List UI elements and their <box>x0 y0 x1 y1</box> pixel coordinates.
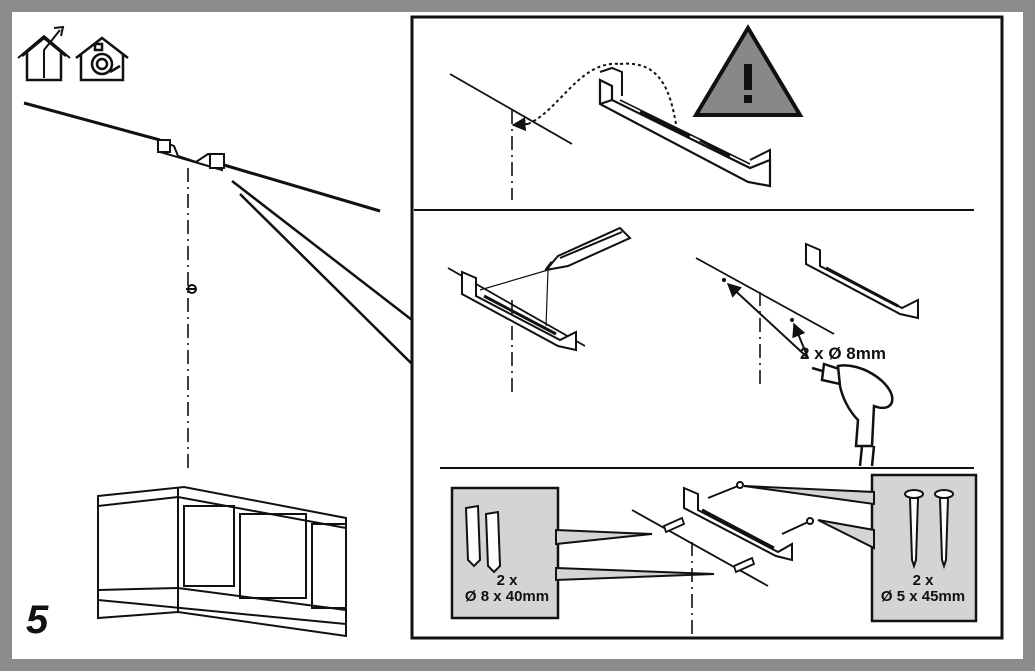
wall-plugs-qty: 2 x <box>496 572 518 589</box>
screws-qty: 2 x <box>912 572 934 589</box>
overview-wall-drawing <box>23 101 413 470</box>
house-recirculation-icon <box>75 36 129 82</box>
hood-cabinet-drawing <box>97 485 347 638</box>
panel-3-fixing <box>450 473 978 636</box>
panel-2-marking <box>447 267 586 396</box>
panel-2-drilling <box>695 242 919 386</box>
house-extraction-icon <box>17 25 71 82</box>
wall-plugs-size: Ø 8 x 40mm <box>464 587 550 605</box>
warning-triangle-icon <box>692 24 804 117</box>
drill-icon <box>811 362 894 467</box>
panel-1-positioning <box>449 62 772 200</box>
wall-plugs-label: 2 x Ø 8 x 40mm <box>458 573 556 605</box>
screws-label: 2 x Ø 5 x 45mm <box>872 573 974 605</box>
pencil-icon <box>543 226 632 272</box>
step-number: 5 <box>26 598 49 642</box>
screws-size: Ø 5 x 45mm <box>880 587 966 605</box>
drill-size-label: 2 x Ø 8mm <box>800 344 886 363</box>
